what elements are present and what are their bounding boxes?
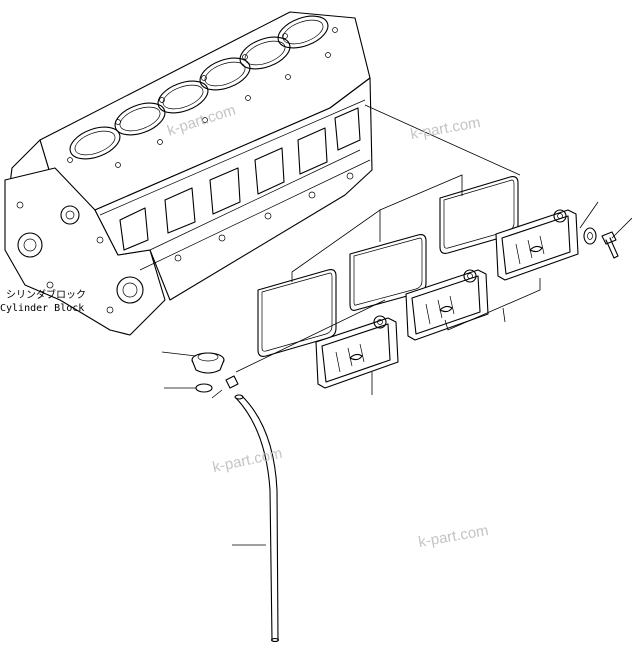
- gasket-1: [257, 269, 337, 357]
- side-cover-2: [405, 269, 489, 341]
- cylinder-bores: [69, 15, 329, 160]
- cylinder-block: [4, 11, 373, 336]
- side-covers: [315, 209, 579, 389]
- block-side-details: [99, 99, 371, 271]
- oil-filler-cap: [191, 352, 225, 374]
- side-cover-1: [315, 315, 399, 389]
- bolt: [601, 231, 619, 259]
- cylinder-block-label-english: Cylinder Block: [0, 303, 85, 314]
- washer: [583, 227, 597, 245]
- side-cover-3: [495, 209, 579, 281]
- cylinder-block-label-japanese: シリンダブロック: [6, 290, 86, 301]
- o-ring: [195, 383, 213, 393]
- leader-lines: [161, 104, 632, 546]
- dipstick-guide-tube: [234, 394, 280, 643]
- guide-fitting: [225, 375, 239, 389]
- timing-housing-details: [16, 201, 144, 314]
- deck-bolt-holes: [67, 27, 338, 168]
